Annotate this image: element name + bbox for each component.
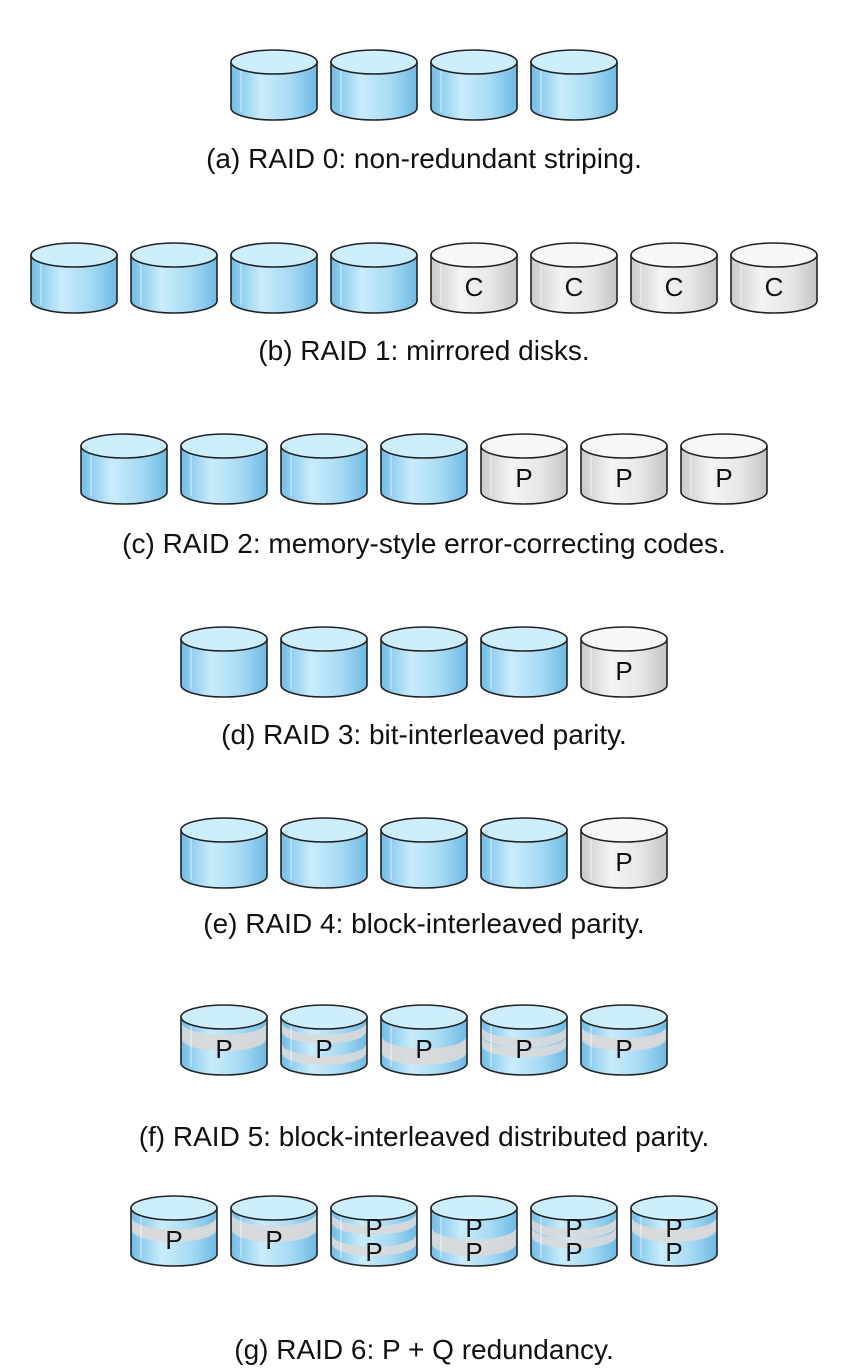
disk-label: P [165,1225,182,1255]
disk-data [380,817,468,889]
disk-striped: P [280,1004,368,1076]
disk-check: P [580,626,668,698]
disk-striped: P [180,1004,268,1076]
disk-label: C [465,272,484,302]
disk-check: P [580,817,668,889]
disk-striped: P [380,1004,468,1076]
disk-label: P [565,1213,582,1243]
disk-check: C [630,242,718,314]
caption-raid-3: (d) RAID 3: bit-interleaved parity. [221,719,627,750]
disk-label: C [765,272,784,302]
disk-label: P [465,1237,482,1267]
caption-raid-0: (a) RAID 0: non-redundant striping. [206,143,642,174]
disk-label: P [465,1213,482,1243]
disk-label: P [715,463,732,493]
disk-label: P [665,1237,682,1267]
disk-label: P [615,847,632,877]
disk-striped: PP [530,1195,618,1267]
disk-label: P [415,1034,432,1064]
disk-label: P [665,1213,682,1243]
disk-label: P [265,1225,282,1255]
disk-data [180,817,268,889]
disk-label: C [665,272,684,302]
caption-raid-1: (b) RAID 1: mirrored disks. [258,335,590,366]
caption-raid-6: (g) RAID 6: P + Q redundancy. [234,1334,614,1365]
disk-data [330,242,418,314]
disk-label: P [615,463,632,493]
disk-check: C [530,242,618,314]
caption-raid-5: (f) RAID 5: block-interleaved distribute… [138,1121,710,1152]
disk-striped: P [230,1195,318,1267]
disk-data [480,626,568,698]
disk-striped: PP [330,1195,418,1267]
disk-label: P [365,1237,382,1267]
disk-label: P [615,1034,632,1064]
disk-data [280,817,368,889]
disk-label: P [215,1034,232,1064]
caption-raid-4: (e) RAID 4: block-interleaved parity. [203,908,645,939]
disk-striped: PP [630,1195,718,1267]
disk-check: P [680,433,768,505]
disk-data [480,817,568,889]
disk-check: C [430,242,518,314]
disk-label: P [515,1034,532,1064]
disk-label: P [615,656,632,686]
disk-data [380,433,468,505]
disk-check: C [730,242,818,314]
disk-label: P [565,1237,582,1267]
disk-label: P [515,463,532,493]
disk-striped: P [580,1004,668,1076]
disk-data [180,433,268,505]
disk-striped: P [480,1004,568,1076]
disk-check: P [580,433,668,505]
disk-label: C [565,272,584,302]
disk-data [530,49,618,121]
disk-label: P [365,1213,382,1243]
disk-data [230,242,318,314]
disk-striped: PP [430,1195,518,1267]
caption-raid-2: (c) RAID 2: memory-style error-correctin… [122,528,726,559]
disk-data [430,49,518,121]
disk-data [30,242,118,314]
disk-data [180,626,268,698]
disk-check: P [480,433,568,505]
disk-data [330,49,418,121]
disk-striped: P [130,1195,218,1267]
disk-data [280,433,368,505]
disk-data [130,242,218,314]
disk-label: P [315,1034,332,1064]
disk-data [380,626,468,698]
disk-data [280,626,368,698]
disk-data [80,433,168,505]
disk-data [230,49,318,121]
